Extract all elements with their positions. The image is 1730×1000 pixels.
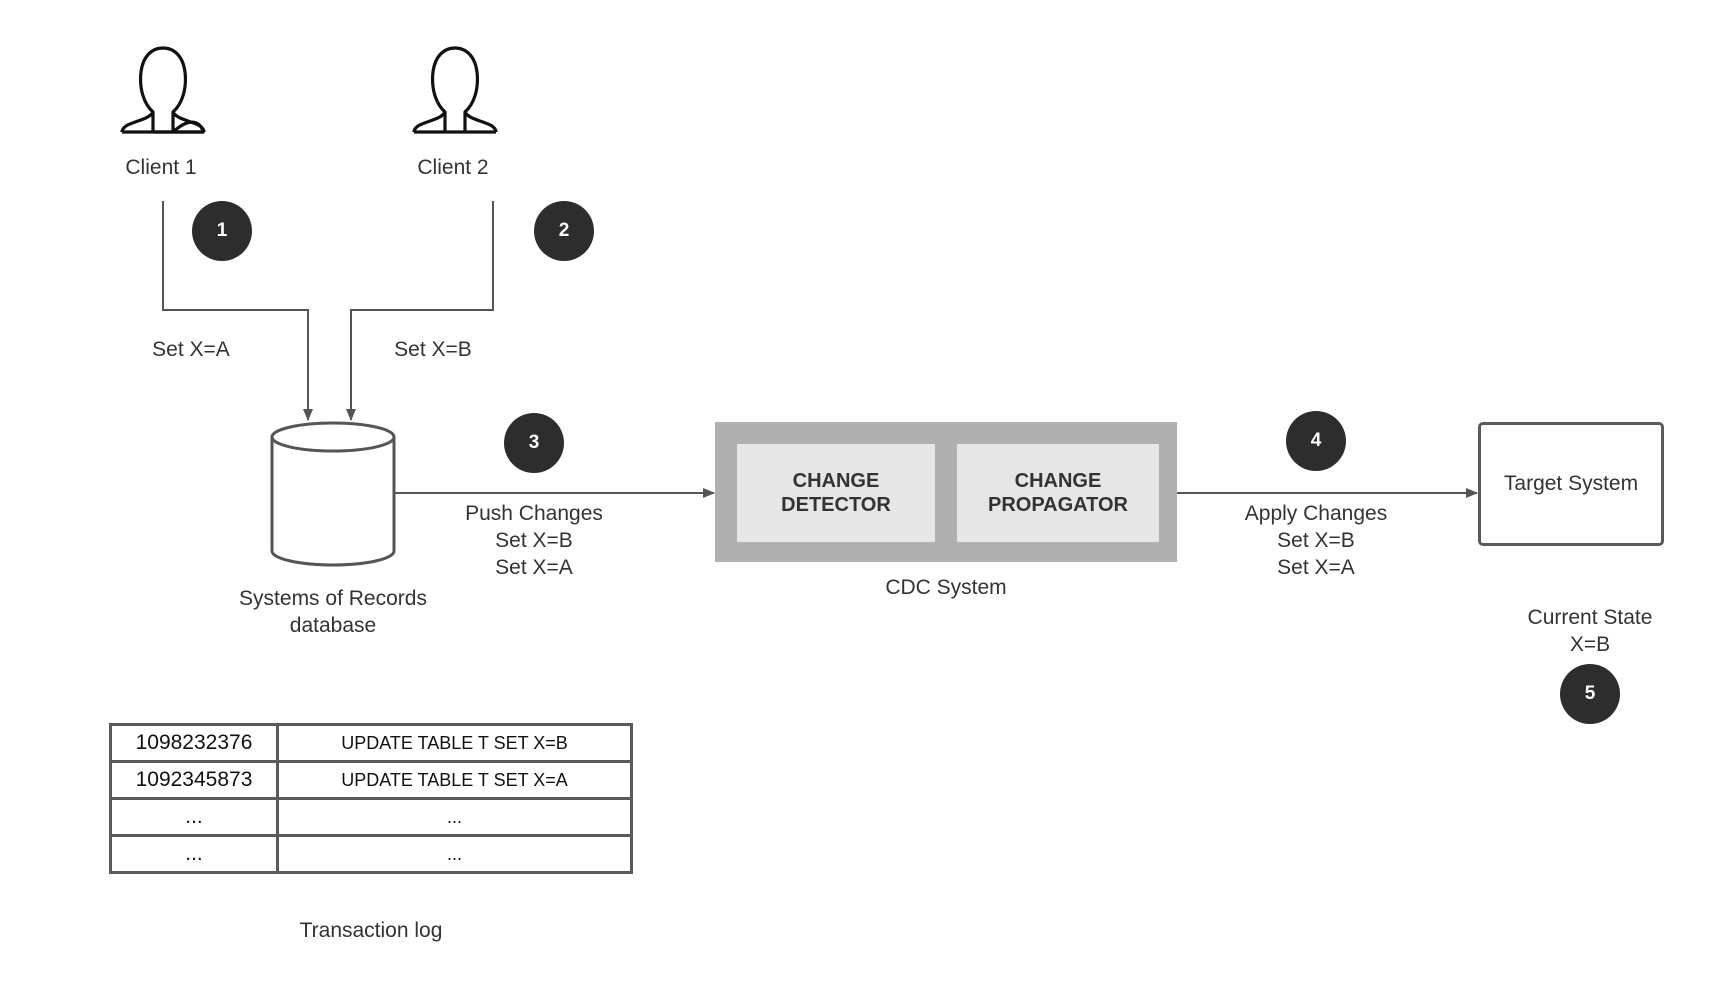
change-detector-line2: DETECTOR bbox=[781, 494, 891, 516]
table-row: 1092345873 UPDATE TABLE T SET X=A bbox=[109, 760, 633, 800]
database-label-line1: Systems of Records bbox=[239, 587, 427, 610]
target-system-box: Target System bbox=[1478, 422, 1664, 546]
set-x-b-label: Set X=B bbox=[394, 338, 472, 361]
change-propagator-line1: CHANGE bbox=[1014, 470, 1102, 492]
apply-changes-line3: Set X=A bbox=[1277, 556, 1355, 579]
transaction-statement-cell: UPDATE TABLE T SET X=B bbox=[276, 723, 633, 763]
apply-changes-label: Apply Changes Set X=B Set X=A bbox=[1216, 500, 1416, 581]
current-state-label: Current State X=B bbox=[1490, 604, 1690, 658]
client-1-label: Client 1 bbox=[125, 156, 197, 179]
step-5-badge: 5 bbox=[1560, 664, 1620, 724]
apply-changes-line2: Set X=B bbox=[1277, 529, 1355, 552]
cdc-system-box: CHANGE DETECTOR CHANGE PROPAGATOR bbox=[715, 422, 1177, 562]
change-detector-line1: CHANGE bbox=[792, 470, 880, 492]
set-x-a-label: Set X=A bbox=[152, 338, 230, 361]
push-changes-line1: Push Changes bbox=[465, 502, 603, 525]
push-changes-line2: Set X=B bbox=[495, 529, 573, 552]
cdc-system-label: CDC System bbox=[885, 576, 1007, 599]
table-row: ... ... bbox=[109, 834, 633, 874]
user-icon bbox=[412, 46, 498, 134]
target-system-label: Target System bbox=[1503, 472, 1639, 495]
client2-connector bbox=[346, 201, 494, 421]
transaction-log-label: Transaction log bbox=[299, 919, 443, 942]
user-icon bbox=[120, 46, 206, 134]
current-state-line2: X=B bbox=[1569, 633, 1611, 656]
transaction-id-cell: ... bbox=[109, 797, 279, 837]
transaction-id-cell: 1098232376 bbox=[109, 723, 279, 763]
push-changes-line3: Set X=A bbox=[495, 556, 573, 579]
step-3-badge: 3 bbox=[504, 413, 564, 473]
transaction-id-cell: ... bbox=[109, 834, 279, 874]
change-detector-box: CHANGE DETECTOR bbox=[737, 444, 935, 542]
change-propagator-box: CHANGE PROPAGATOR bbox=[957, 444, 1159, 542]
change-propagator-line2: PROPAGATOR bbox=[987, 494, 1128, 516]
database-cylinder-icon bbox=[270, 421, 396, 567]
database-label-line2: database bbox=[289, 614, 377, 637]
table-row: 1098232376 UPDATE TABLE T SET X=B bbox=[109, 723, 633, 763]
step-1-badge: 1 bbox=[192, 201, 252, 261]
transaction-id-cell: 1092345873 bbox=[109, 760, 279, 800]
apply-changes-line1: Apply Changes bbox=[1244, 502, 1388, 525]
database-label: Systems of Records database bbox=[213, 585, 453, 639]
transaction-statement-cell: ... bbox=[276, 797, 633, 837]
push-changes-label: Push Changes Set X=B Set X=A bbox=[434, 500, 634, 581]
client-2-label: Client 2 bbox=[417, 156, 489, 179]
current-state-line1: Current State bbox=[1527, 606, 1653, 629]
table-row: ... ... bbox=[109, 797, 633, 837]
step-4-badge: 4 bbox=[1286, 411, 1346, 471]
transaction-statement-cell: UPDATE TABLE T SET X=A bbox=[276, 760, 633, 800]
client1-connector bbox=[162, 201, 313, 421]
step-2-badge: 2 bbox=[534, 201, 594, 261]
transaction-statement-cell: ... bbox=[276, 834, 633, 874]
transaction-log-table: 1098232376 UPDATE TABLE T SET X=B 109234… bbox=[109, 723, 633, 874]
